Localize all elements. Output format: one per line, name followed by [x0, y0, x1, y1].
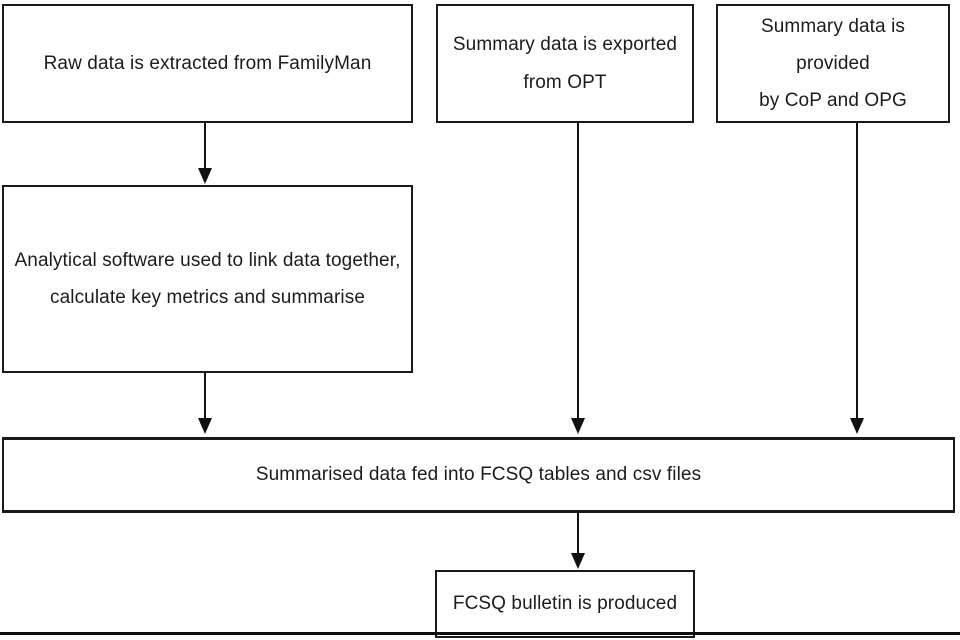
node-summarised-data-fed[interactable]: Summarised data fed into FCSQ tables and…	[2, 437, 955, 513]
connector-raw-data-to-analytical-software	[204, 123, 206, 171]
connector-summarised-data-to-bulletin	[577, 513, 579, 556]
connector-analytical-software-to-summarised-data	[204, 373, 206, 421]
node-analytical-software[interactable]: Analytical software used to link data to…	[2, 185, 413, 373]
node-summary-exported-opt[interactable]: Summary data is exported from OPT	[436, 4, 694, 123]
node-summary-provided-cop-opg[interactable]: Summary data is provided by CoP and OPG	[716, 4, 950, 123]
connector-cop-opg-to-summarised-data	[856, 123, 858, 421]
page-bottom-rule	[0, 632, 960, 635]
arrowhead-raw-data-to-analytical-software	[198, 168, 212, 184]
node-fcsq-bulletin[interactable]: FCSQ bulletin is produced	[435, 570, 695, 638]
arrowhead-analytical-software-to-summarised-data	[198, 418, 212, 434]
arrowhead-summarised-data-to-bulletin	[571, 553, 585, 569]
connector-opt-to-summarised-data	[577, 123, 579, 421]
arrowhead-opt-to-summarised-data	[571, 418, 585, 434]
arrowhead-cop-opg-to-summarised-data	[850, 418, 864, 434]
node-raw-data-extract[interactable]: Raw data is extracted from FamilyMan	[2, 4, 413, 123]
